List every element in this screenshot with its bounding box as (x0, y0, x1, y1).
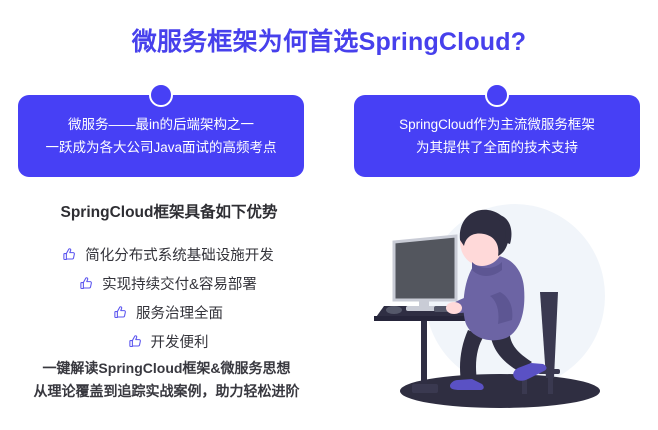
head (459, 209, 512, 266)
collar (472, 262, 502, 276)
feature-label: 简化分布式系统基础设施开发 (85, 248, 274, 264)
microservice-card: 微服务——最in的后端架构之一 一跃成为各大公司Java面试的高频考点 (18, 83, 304, 177)
list-item: 服务治理全面 (18, 298, 318, 327)
thumbs-up-icon (63, 248, 76, 261)
microservice-card-line-2: 一跃成为各大公司Java面试的高频考点 (45, 140, 277, 155)
page-title: 微服务框架为何首选SpringCloud? (131, 28, 527, 56)
card-knob-icon (485, 83, 509, 107)
list-item: 实现持续交付&容易部署 (18, 269, 318, 298)
list-item: 开发便利 (18, 327, 318, 356)
feature-label: 开发便利 (150, 335, 209, 351)
blurb-line-1: 一键解读SpringCloud框架&微服务思想 (42, 360, 291, 376)
microservice-card-line-1: 微服务——最in的后端架构之一 (67, 117, 254, 132)
mouse (386, 306, 402, 314)
feature-label: 服务治理全面 (136, 306, 223, 322)
springcloud-card: SpringCloud作为主流微服务框架 为其提供了全面的技术支持 (354, 83, 640, 177)
springcloud-card-line-1: SpringCloud作为主流微服务框架 (399, 117, 595, 132)
feature-list: 简化分布式系统基础设施开发 实现持续交付&容易部署 服务治理全面 开发便利 (18, 240, 318, 356)
torso (463, 255, 525, 341)
list-item: 简化分布式系统基础设施开发 (18, 240, 318, 269)
arm (446, 292, 490, 314)
developer-at-desk-illustration (372, 196, 648, 414)
features-section: SpringCloud框架具备如下优势 简化分布式系统基础设施开发 实现持续交付… (18, 200, 318, 356)
thumbs-up-icon (80, 277, 93, 290)
thumbs-up-icon (114, 306, 126, 319)
springcloud-card-line-2: 为其提供了全面的技术支持 (416, 140, 578, 155)
thumbs-up-icon (128, 335, 141, 348)
card-knob-icon (149, 83, 173, 107)
blurb-line-2: 从理论覆盖到追踪实战案例，助力轻松进阶 (33, 383, 300, 399)
summary-blurb: 一键解读SpringCloud框架&微服务思想 从理论覆盖到追踪实战案例，助力轻… (14, 357, 319, 403)
monitor (392, 234, 458, 311)
feature-label: 实现持续交付&容易部署 (102, 277, 257, 293)
shoes (450, 363, 547, 390)
features-heading: SpringCloud框架具备如下优势 (60, 204, 278, 221)
